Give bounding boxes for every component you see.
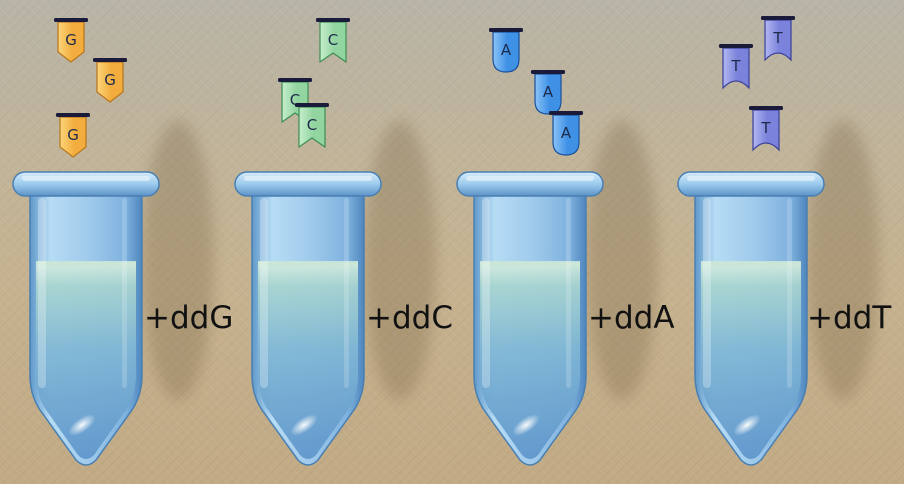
tag-bar [295,103,329,107]
glass-glint [290,414,318,436]
tag-bar [489,28,523,32]
tag-bar [93,58,127,62]
nucleotide-tag-g: G [56,113,90,158]
rim-highlight [22,176,150,181]
glass-highlight [122,198,127,388]
nucleotide-tag-t: T [749,106,783,152]
tag-bar [54,18,88,22]
tag-body [552,114,580,156]
shadow-layer [142,120,879,400]
tag-letter: G [67,126,79,144]
nucleotide-tag-g: G [93,58,127,103]
test-tube [12,171,160,466]
tube-rim [456,171,604,197]
tube-liquid [701,262,801,459]
test-tube [456,171,604,466]
glass-glint [68,414,96,436]
tag-letter: T [730,57,741,75]
nucleotide-tag-c: C [295,103,329,149]
tube-shadow [807,120,879,400]
tube-shadow [364,120,436,400]
tube-liquid [480,262,580,459]
tube-label-ddc: +ddC [366,300,453,336]
tube-layer [12,171,825,466]
tag-letter: C [290,91,300,109]
liquid-surface [36,261,136,267]
nucleotide-tag-t: T [719,44,753,90]
tag-body [534,73,562,115]
tag-bar [761,16,795,20]
nucleotide-tag-t: T [761,16,795,62]
tube-label-ddg: +ddG [144,300,234,336]
tag-bar [549,111,583,115]
tube-shadow [142,120,214,400]
nucleotide-tag-a: A [531,70,565,115]
nucleotide-tag-a: A [549,111,583,156]
nucleotide-tag-g: G [54,18,88,63]
tag-body [492,31,520,73]
tag-bar [531,70,565,74]
rim-highlight [244,176,372,181]
tag-body [764,19,792,62]
tag-body [752,109,780,152]
glass-highlight [38,198,46,388]
tag-body [722,47,750,90]
liquid-surface [480,261,580,267]
tag-letter: A [543,83,554,101]
tag-bar [749,106,783,110]
test-tube [677,171,825,466]
rim-highlight [687,176,815,181]
nucleotide-tag-a: A [489,28,523,73]
tag-letter: T [772,29,783,47]
glass-glint [512,414,540,436]
tube-liquid [36,262,136,459]
glass-highlight [482,198,490,388]
tube-shadow [586,120,658,400]
glass-highlight [344,198,349,388]
tube-rim [234,171,382,197]
tag-letter: A [501,41,512,59]
tube-label-dda: +ddA [588,300,675,336]
tube-label-ddt: +ddT [807,300,892,336]
glass-highlight [703,198,711,388]
tag-letter: G [65,31,77,49]
liquid-surface [258,261,358,267]
liquid-surface [701,261,801,267]
tag-letter: G [104,71,116,89]
tube-liquid [258,262,358,459]
tag-letter: C [307,116,317,134]
glass-glint [733,414,761,436]
tag-bar [316,18,350,22]
tag-letter: T [760,119,771,137]
tube-rim [677,171,825,197]
glass-highlight [260,198,268,388]
rim-highlight [466,176,594,181]
tag-bar [56,113,90,117]
tag-bar [719,44,753,48]
test-tube [234,171,382,466]
glass-highlight [787,198,792,388]
tag-bar [278,78,312,82]
tag-letter: A [561,124,572,142]
nucleotide-tag-c: C [316,18,350,64]
tube-rim [12,171,160,197]
tag-letter: C [328,31,338,49]
glass-highlight [566,198,571,388]
